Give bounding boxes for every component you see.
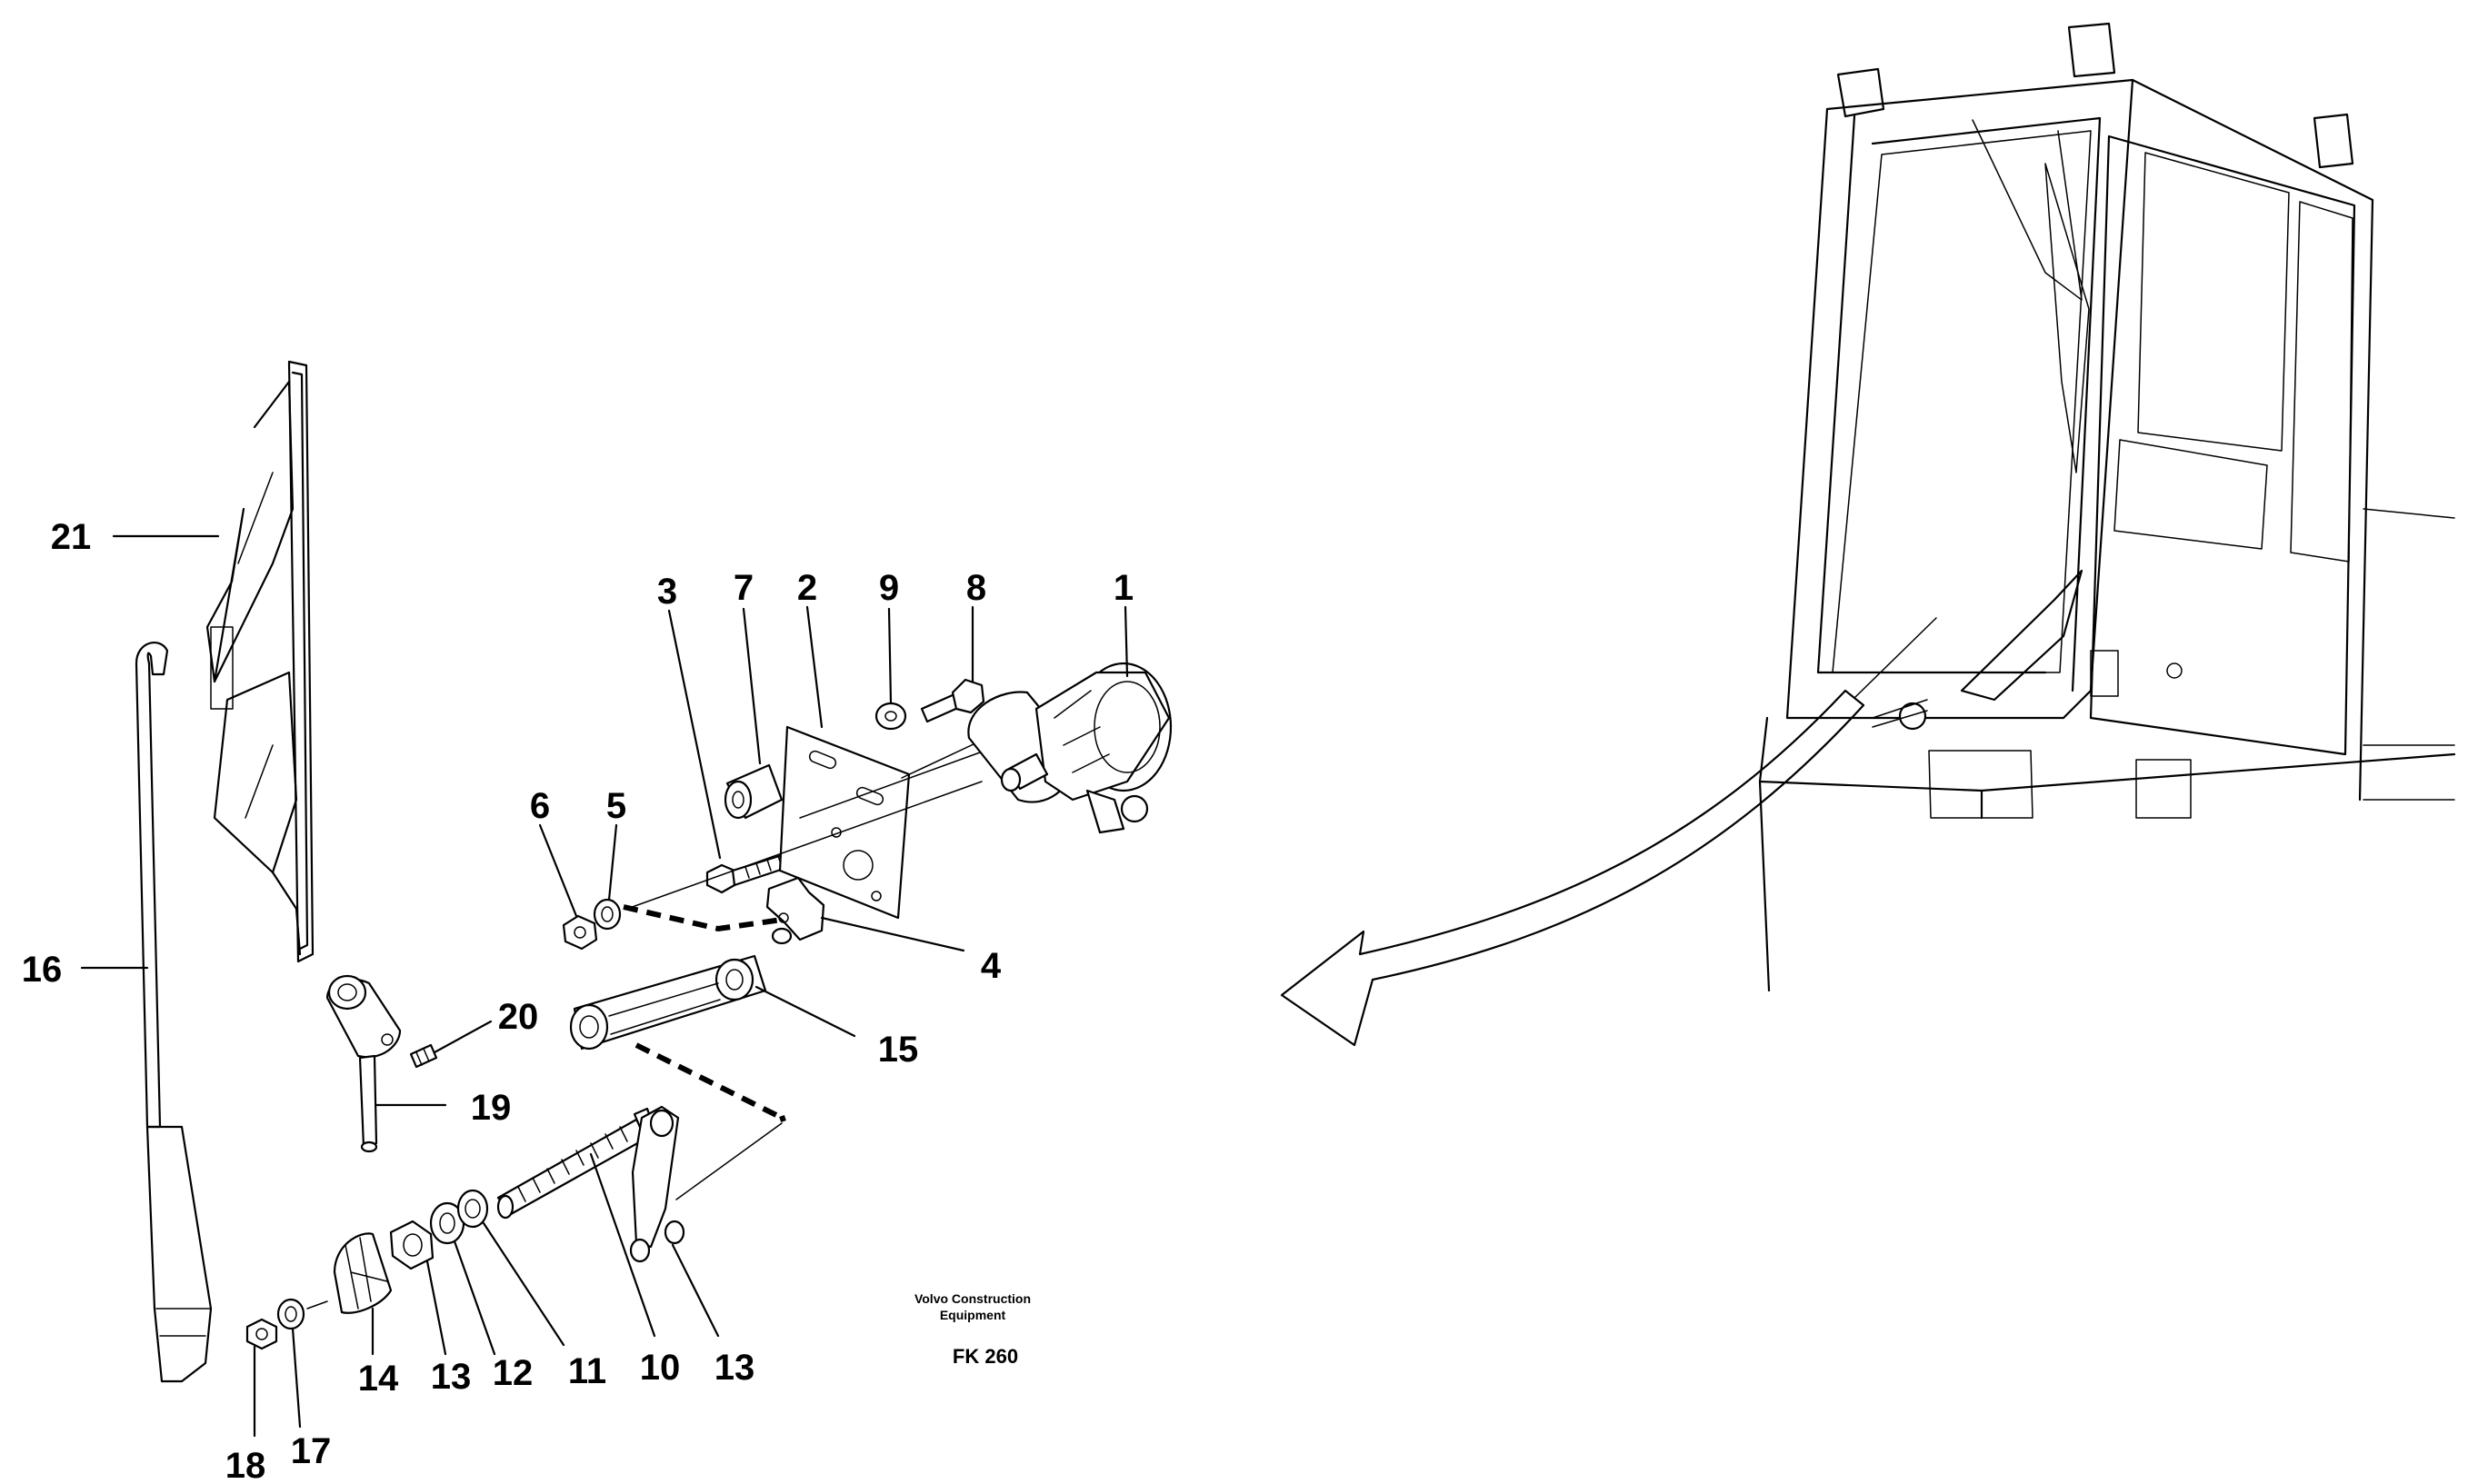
leader-3 [667,609,722,860]
callout-6: 6 [530,786,550,826]
callout-5: 5 [606,786,626,826]
callout-13a: 13 [431,1357,472,1397]
cap-nut-14 [333,1232,393,1314]
spacer-7 [724,763,784,820]
callout-18: 18 [225,1446,266,1479]
link-rod-15 [569,954,767,1051]
callout-16: 16 [22,950,63,990]
washer-9 [874,702,907,731]
leader-17 [291,1327,302,1429]
leader-6 [538,823,578,918]
nut-13 [389,1220,435,1270]
wiper-arm [135,642,213,1383]
washer-17 [276,1298,305,1330]
company-name-line1: Volvo Construction [914,1291,1031,1306]
leader-7 [742,607,762,765]
callout-3: 3 [657,572,677,612]
dash-joint [779,1115,786,1122]
machine-cab [1758,22,2456,992]
set-screw-20 [409,1043,438,1069]
leader-5 [607,823,618,901]
spindle-10 [496,1107,656,1220]
nut-18 [245,1318,278,1350]
wiper-motor-1 [967,662,1173,834]
nut-6 [562,914,598,951]
callout-2: 2 [797,568,817,608]
leader-1 [1124,605,1129,678]
callout-9: 9 [879,568,899,608]
washer-12 [429,1201,465,1245]
lever-crank-13 [629,1105,685,1263]
axis-line-a [626,781,983,910]
bolt-8 [920,678,985,723]
callout-17: 17 [291,1431,332,1471]
axis-line-17 [306,1300,328,1310]
callout-8: 8 [966,568,986,608]
dashed-link-lower [634,1042,784,1120]
pointer-arrow [1280,689,1865,1047]
company-name-line2: Equipment [940,1308,1006,1322]
leader-4 [820,916,965,952]
callout-1: 1 [1114,568,1134,608]
bracket-4 [765,876,825,945]
callout-13b: 13 [714,1348,755,1388]
mounting-plate-2 [778,725,911,920]
leader-13b [671,1243,720,1338]
wiper-blade [205,360,315,963]
callout-20: 20 [498,997,539,1037]
dashed-link-upper [623,904,783,932]
bolt-3 [705,851,796,894]
callout-11: 11 [568,1351,606,1391]
pointer-arrow-tip [1853,617,1937,699]
axis-line-13b [675,1122,783,1200]
callout-14: 14 [358,1359,399,1399]
leader-11 [482,1221,565,1347]
callout-21: 21 [51,517,92,557]
figure-code: FK 260 [953,1345,1018,1368]
footer-block: Volvo Construction Equipment FK 260 [914,1291,1031,1368]
callout-12: 12 [493,1353,534,1393]
washer-5 [593,898,622,931]
axis-line-b [799,744,1001,819]
leader-13a [425,1260,447,1356]
leader-15 [754,985,856,1038]
callout-4: 4 [981,946,1002,986]
callout-19: 19 [471,1088,512,1128]
leader-2 [805,605,824,729]
callout-labels: 1 2 3 4 5 6 7 8 9 10 11 12 13 13 14 15 1… [22,517,1134,1484]
washer-11 [456,1189,489,1229]
callout-7: 7 [734,568,754,608]
leader-20 [433,1020,493,1054]
bushing-19 [325,974,402,1153]
callout-15: 15 [878,1030,919,1070]
leader-9 [887,607,893,705]
leader-12 [453,1240,496,1356]
leader-10 [589,1152,656,1338]
callout-10: 10 [640,1348,681,1388]
